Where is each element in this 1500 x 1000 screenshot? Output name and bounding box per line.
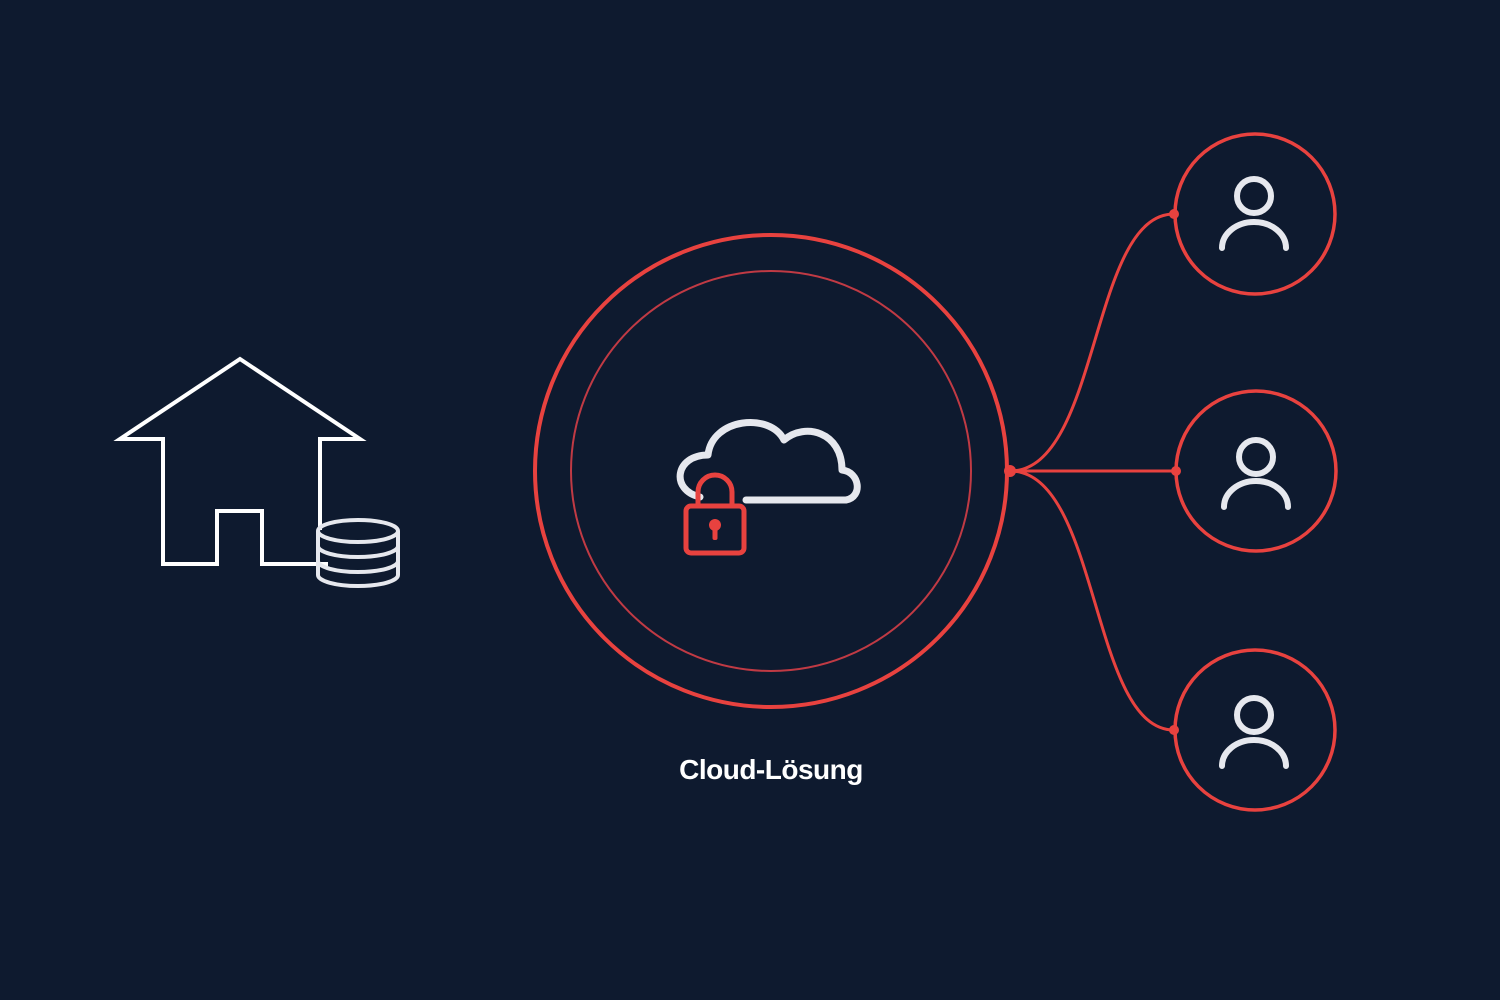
user-icon bbox=[1219, 176, 1289, 251]
connector-line-bottom bbox=[1009, 469, 1175, 732]
cloud-node-inner-ring bbox=[570, 270, 972, 672]
connector-lines bbox=[1009, 212, 1176, 732]
user-icon bbox=[1219, 695, 1289, 769]
cloud-node-outer-ring bbox=[533, 233, 1009, 709]
house-icon bbox=[113, 356, 367, 566]
house-with-database-icon bbox=[113, 356, 400, 588]
user-node-3 bbox=[1173, 648, 1337, 812]
user-node-2 bbox=[1174, 389, 1338, 553]
connector-line-top bbox=[1009, 212, 1175, 473]
user-icon bbox=[1221, 437, 1291, 510]
cloud-icon bbox=[676, 419, 861, 504]
cloud-node bbox=[533, 233, 1009, 709]
user-node-1 bbox=[1173, 132, 1337, 296]
database-icon bbox=[316, 518, 400, 588]
cloud-node-label: Cloud-Lösung bbox=[679, 754, 863, 785]
lock-icon bbox=[683, 472, 747, 556]
cloud-with-lock-icon bbox=[676, 419, 861, 556]
